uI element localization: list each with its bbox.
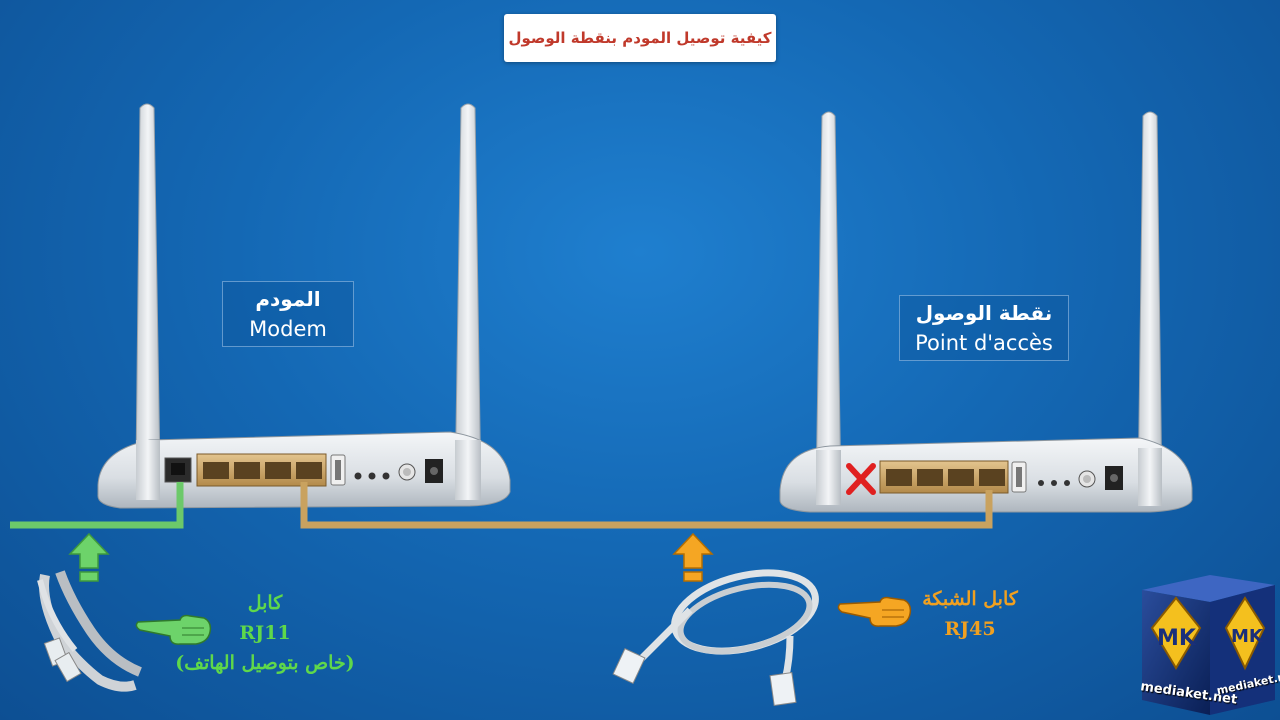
rj11-line1: كابل	[247, 592, 283, 614]
rj45-cable-label: كابل الشبكة RJ45	[905, 584, 1035, 644]
ap-label-en: Point d'accès	[915, 331, 1053, 355]
green-pointing-hand-icon	[135, 614, 212, 645]
orange-network-line	[300, 482, 993, 529]
ap-label-ar: نقطة الوصول	[915, 301, 1053, 325]
orange-pointing-hand-icon	[837, 596, 912, 627]
page-title: كيفية توصيل المودم بنقطة الوصول	[508, 29, 772, 47]
mediaket-logo	[1142, 575, 1275, 715]
modem-label-ar: المودم	[255, 287, 321, 311]
rj11-cable-label: كابل RJ11 (خاص بتوصيل الهاتف)	[160, 588, 370, 678]
rj11-cable-icon	[37, 570, 142, 692]
modem-antenna-left	[135, 103, 161, 471]
logo-mark-left: MK	[1157, 626, 1196, 651]
rj45-line1: كابل الشبكة	[922, 588, 1018, 610]
ap-antenna-right	[1137, 111, 1163, 501]
title-box: كيفية توصيل المودم بنقطة الوصول	[504, 14, 776, 62]
green-up-arrow-icon	[68, 532, 110, 582]
orange-up-arrow-icon	[672, 532, 714, 582]
rj11-line2: RJ11	[239, 622, 291, 644]
rj45-cable-icon	[612, 569, 819, 706]
rj45-line2: RJ45	[944, 618, 996, 640]
modem-label-box: المودم Modem	[222, 281, 354, 347]
green-phone-line	[10, 482, 184, 529]
logo-mark-right: MK	[1231, 626, 1263, 647]
rj11-line3: (خاص بتوصيل الهاتف)	[175, 652, 355, 674]
ap-antenna-left	[815, 111, 842, 496]
logo-diamond-left	[1150, 596, 1202, 670]
access-point-router	[779, 111, 1193, 513]
modem-label-en: Modem	[249, 317, 327, 341]
logo-diamond-right	[1224, 596, 1266, 671]
ap-label-box: نقطة الوصول Point d'accès	[899, 295, 1069, 361]
modem-router	[97, 103, 511, 509]
modem-antenna-right	[454, 103, 482, 496]
x-mark-icon	[846, 463, 876, 495]
